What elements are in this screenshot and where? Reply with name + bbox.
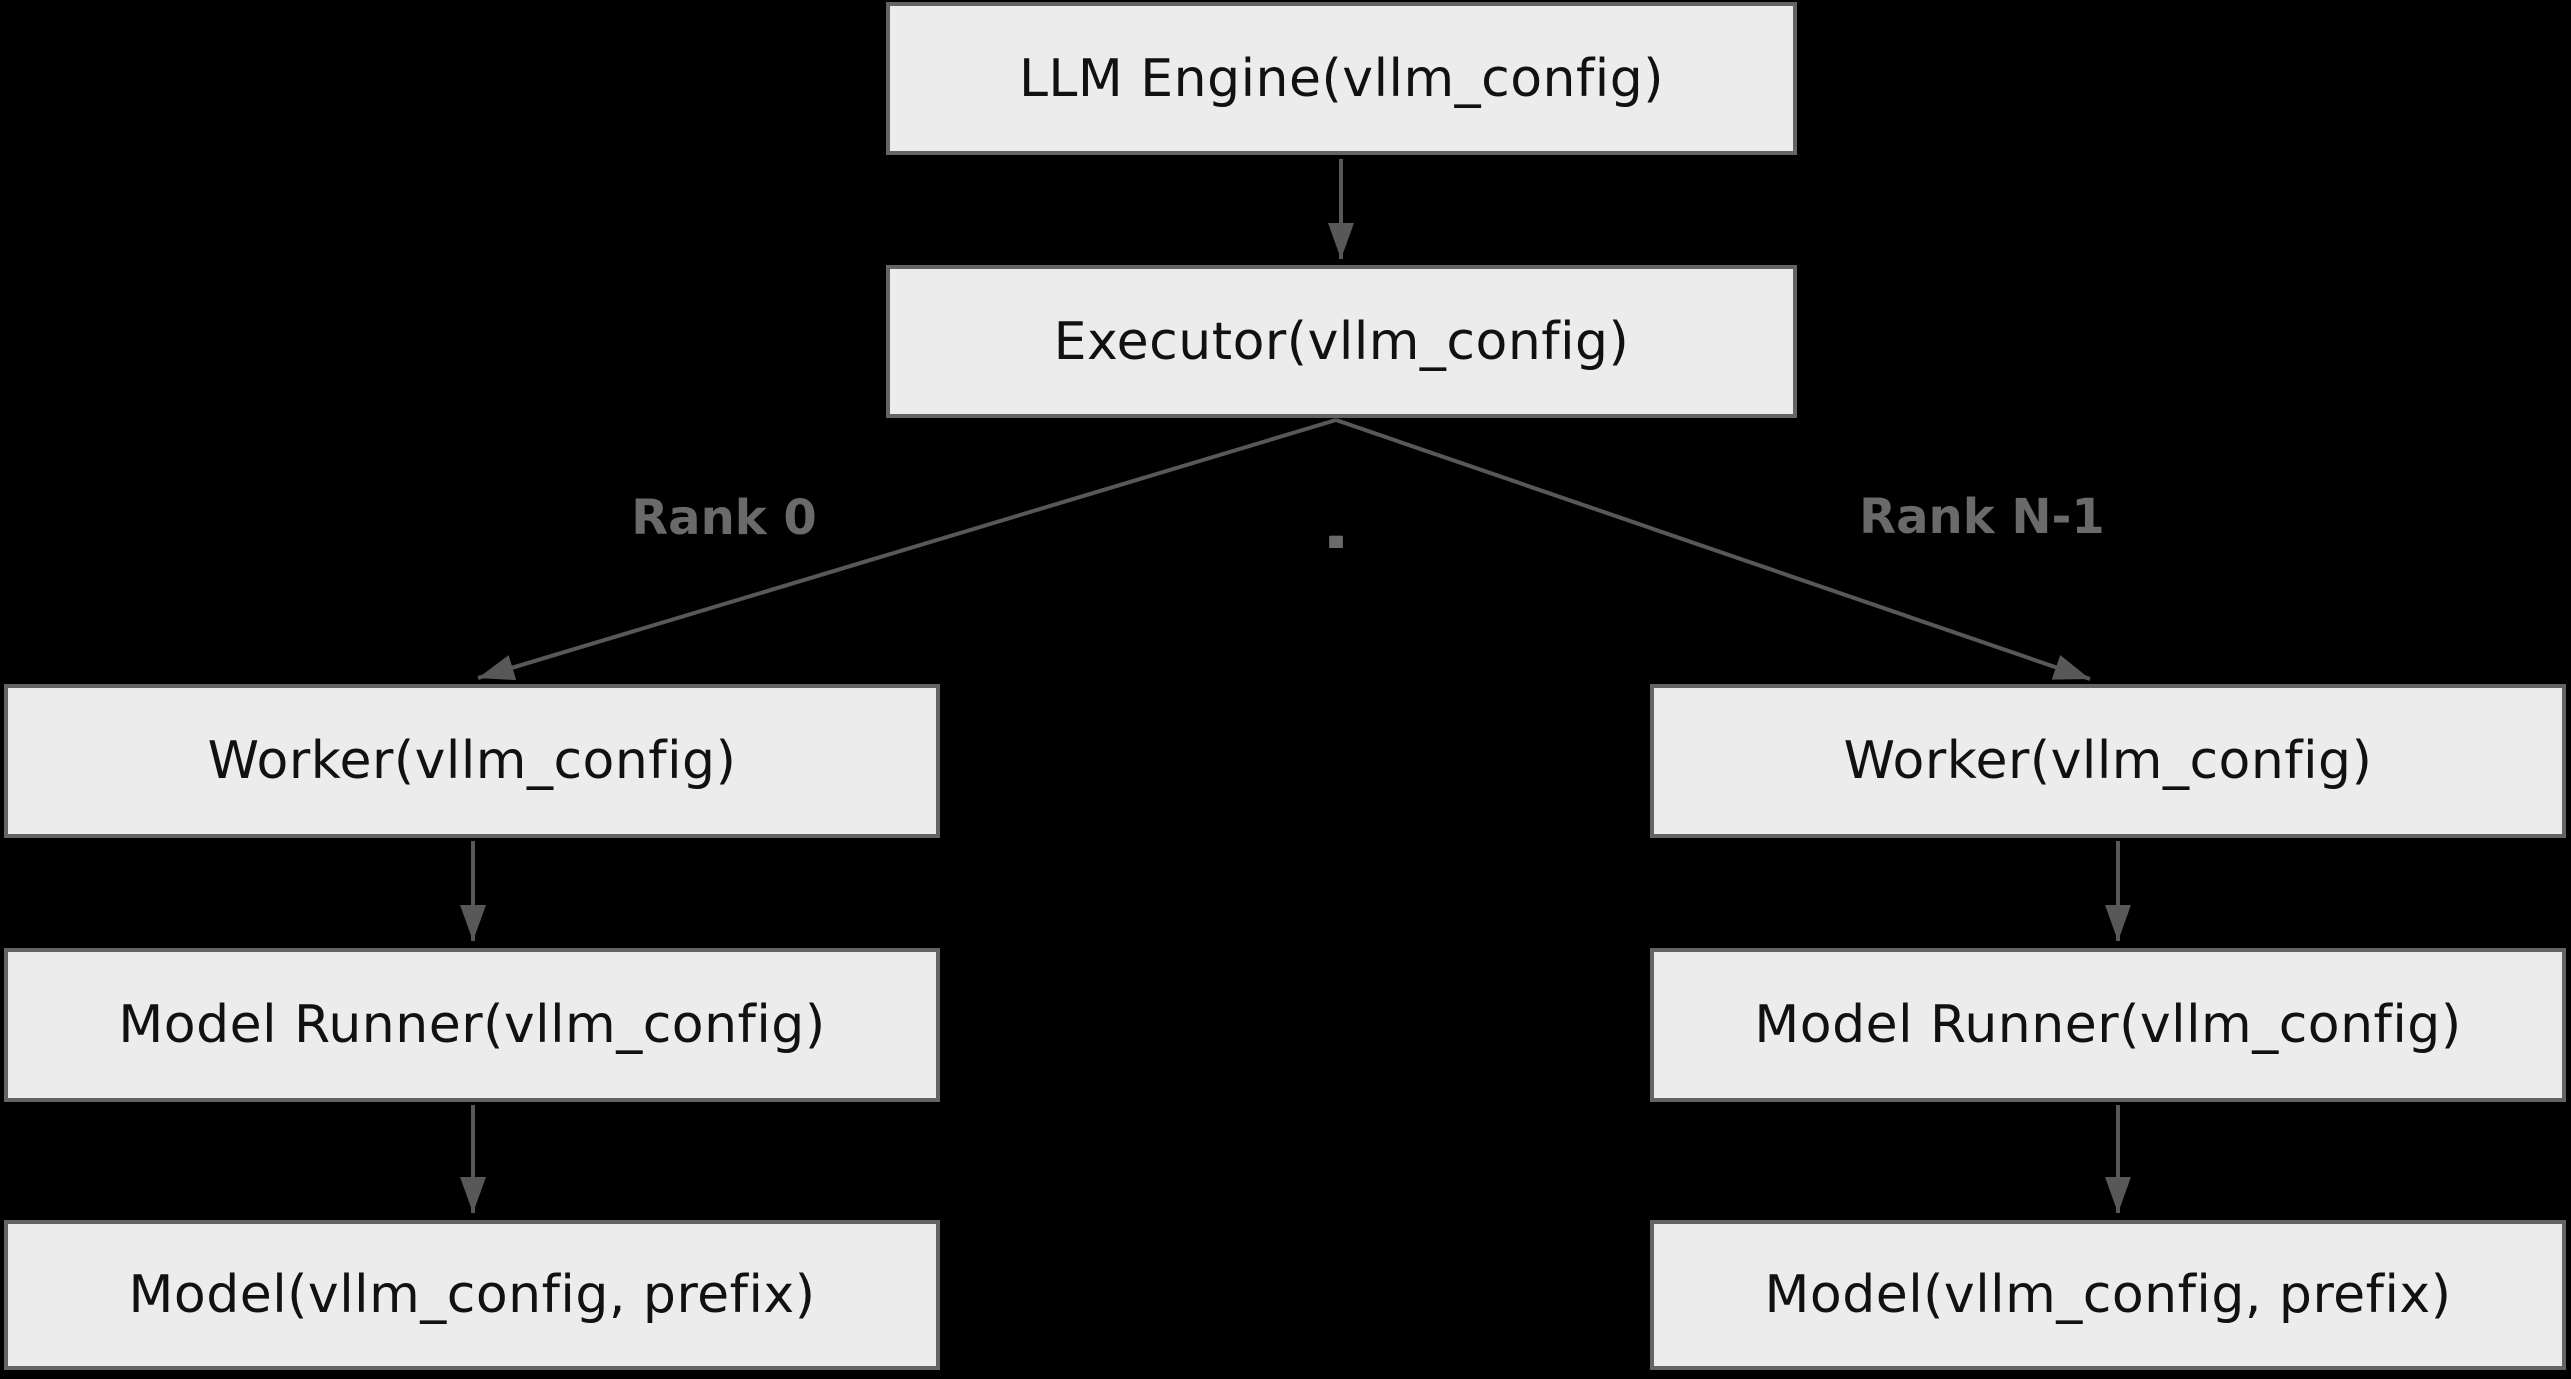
node-worker-right-label: Worker(vllm_config) [1843,731,2373,791]
edge-label-rank-n-1: Rank N-1 [1859,489,2105,545]
edge-executor-to-worker-right [1335,418,2091,681]
node-worker-left: Worker(vllm_config) [4,684,940,838]
node-model-runner-left: Model Runner(vllm_config) [4,948,940,1102]
node-model-right-label: Model(vllm_config, prefix) [1764,1265,2452,1325]
node-model-runner-left-label: Model Runner(vllm_config) [118,995,826,1055]
edge-label-rank-0: Rank 0 [631,490,817,546]
node-model-runner-right-label: Model Runner(vllm_config) [1754,995,2462,1055]
node-model-left: Model(vllm_config, prefix) [4,1220,940,1370]
node-llm-engine-label: LLM Engine(vllm_config) [1018,48,1665,109]
node-llm-engine: LLM Engine(vllm_config) [886,2,1797,155]
node-worker-left-label: Worker(vllm_config) [207,731,737,791]
edge-label-ellipsis: ... [1322,490,1350,564]
node-executor: Executor(vllm_config) [886,265,1797,418]
node-model-left-label: Model(vllm_config, prefix) [128,1265,816,1325]
edge-executor-to-worker-left [477,418,1337,681]
node-executor-label: Executor(vllm_config) [1053,311,1630,372]
node-model-right: Model(vllm_config, prefix) [1650,1220,2566,1370]
node-worker-right: Worker(vllm_config) [1650,684,2566,838]
node-model-runner-right: Model Runner(vllm_config) [1650,948,2566,1102]
